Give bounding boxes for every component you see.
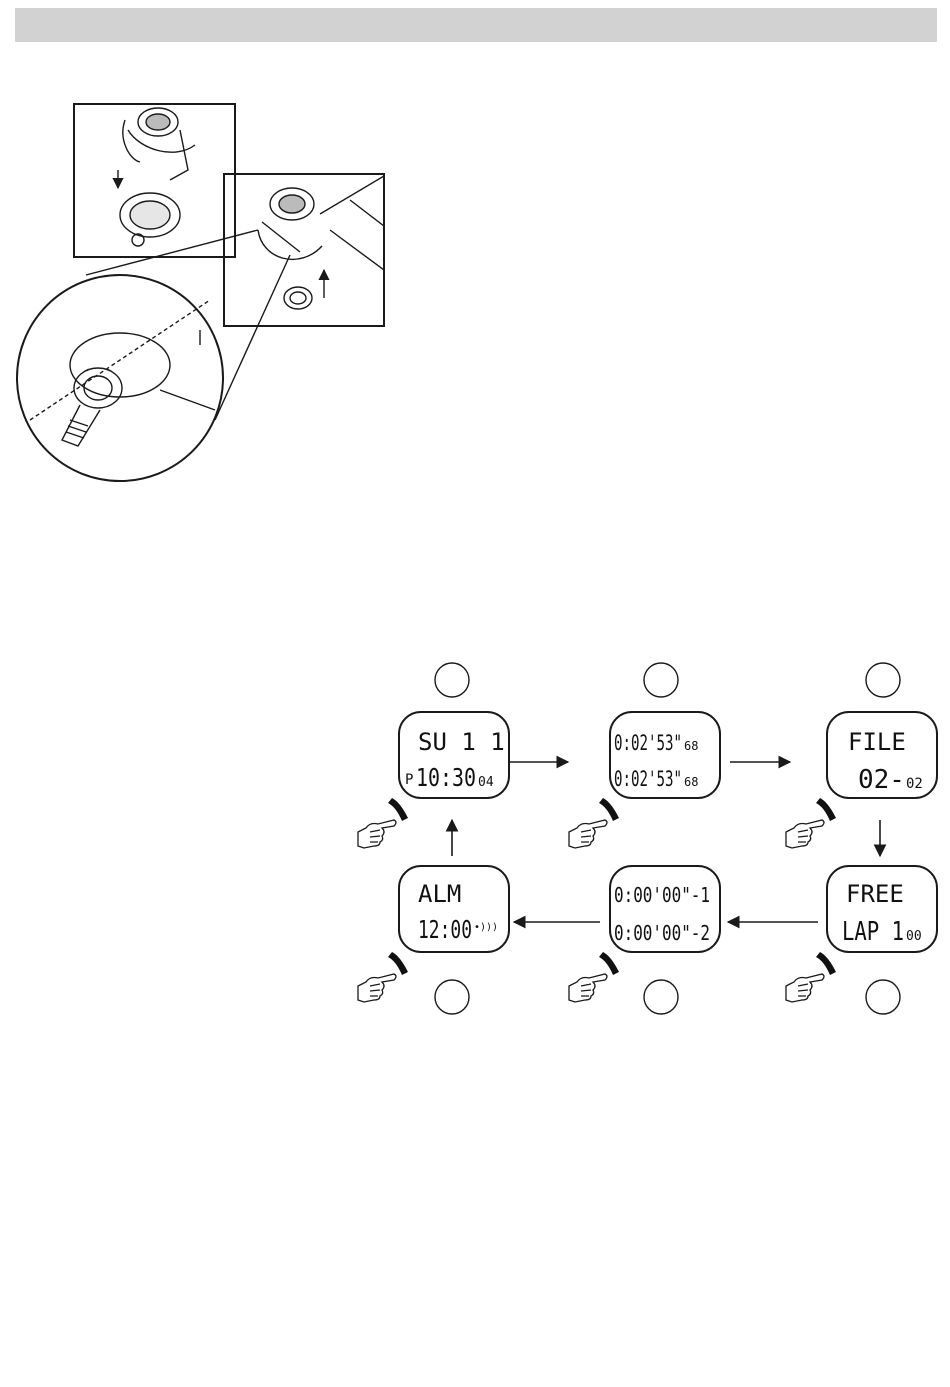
pointing-hand-icon: [786, 820, 824, 848]
bike-mount-icon: [120, 193, 180, 246]
mode-button-icon: [599, 798, 619, 821]
timer-line1: 0:00'00"-1: [614, 883, 710, 907]
file-line2-small: 02: [906, 776, 923, 792]
alarm-sound-icon: •))): [474, 922, 498, 933]
mounting-illustration: [17, 104, 384, 481]
file-line1: FILE: [848, 728, 906, 756]
time-line1: SU 1 1: [418, 728, 505, 756]
time-seconds: 04: [478, 775, 494, 790]
step-circle-icon: [435, 663, 469, 697]
step-circle-icon: [644, 980, 678, 1014]
time-ampm: P: [405, 772, 413, 788]
time-line2: 10:30: [416, 763, 476, 792]
freelap-line2: LAP 1: [842, 917, 904, 947]
step-circle-icon: [435, 980, 469, 1014]
mode-button-icon: [816, 798, 836, 821]
mode-button-icon: [388, 952, 408, 975]
file-line2: 02-: [858, 765, 905, 795]
freelap-line2-small: 00: [906, 929, 922, 944]
watch-on-strap-icon: [123, 108, 195, 180]
pointing-hand-icon: [569, 820, 607, 848]
pointing-hand-icon: [358, 974, 396, 1002]
step-circle-icon: [866, 663, 900, 697]
zoom-circle: [17, 275, 223, 481]
mode-button-icon: [388, 798, 408, 821]
chrono-line2-hundredths: 68: [684, 775, 698, 789]
mode-button-icon: [599, 952, 619, 975]
chrono-line2: 0:02'53": [614, 767, 682, 791]
alarm-line2: 12:00: [418, 915, 472, 944]
mode-button-icon: [816, 952, 836, 975]
alarm-line1: ALM: [418, 880, 461, 908]
pointing-hand-icon: [786, 974, 824, 1002]
mount-clip-icon: [284, 287, 312, 309]
mode-cycle-diagram: SU 1 1 P 10:30 04 0:02'53" 68 0:02'53" 6…: [358, 663, 937, 1014]
mounted-watch-panel: [224, 174, 384, 326]
chrono-line1: 0:02'53": [614, 731, 682, 755]
step-circle-icon: [644, 663, 678, 697]
timer-line2: 0:00'00"-2: [614, 921, 710, 945]
mount-closeup-icon: [62, 333, 170, 446]
pointing-hand-icon: [569, 974, 607, 1002]
step-circle-icon: [866, 980, 900, 1014]
freelap-line1: FREE: [846, 880, 904, 908]
pointing-hand-icon: [358, 820, 396, 848]
chrono-line1-hundredths: 68: [684, 739, 698, 753]
mounted-watch-icon: [258, 188, 322, 259]
